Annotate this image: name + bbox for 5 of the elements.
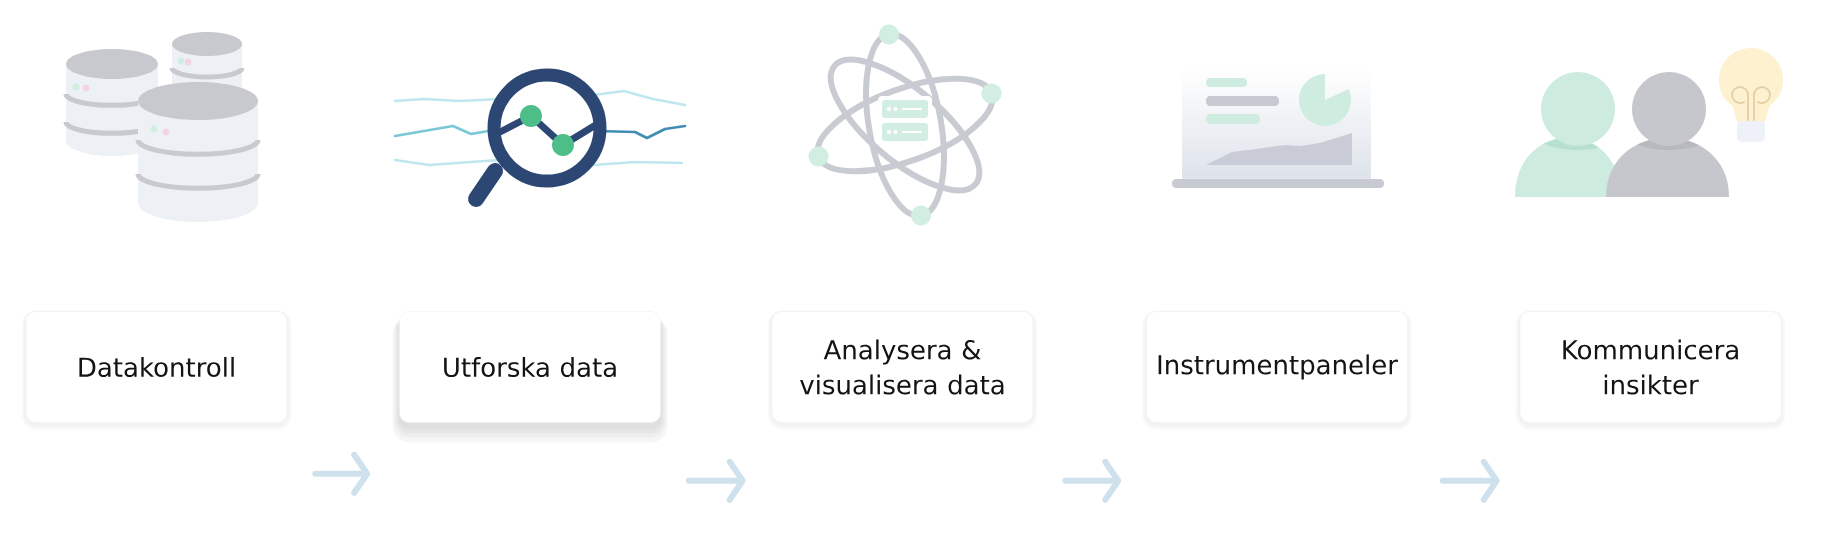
process-box: Utforska data (392, 311, 668, 443)
process-box: Analysera & visualisera data (768, 310, 1037, 430)
process-box: Instrumentpaneler (1142, 310, 1412, 430)
process-box: Datakontroll (22, 310, 291, 430)
process-box: Kommunicera insikter (1516, 310, 1786, 430)
